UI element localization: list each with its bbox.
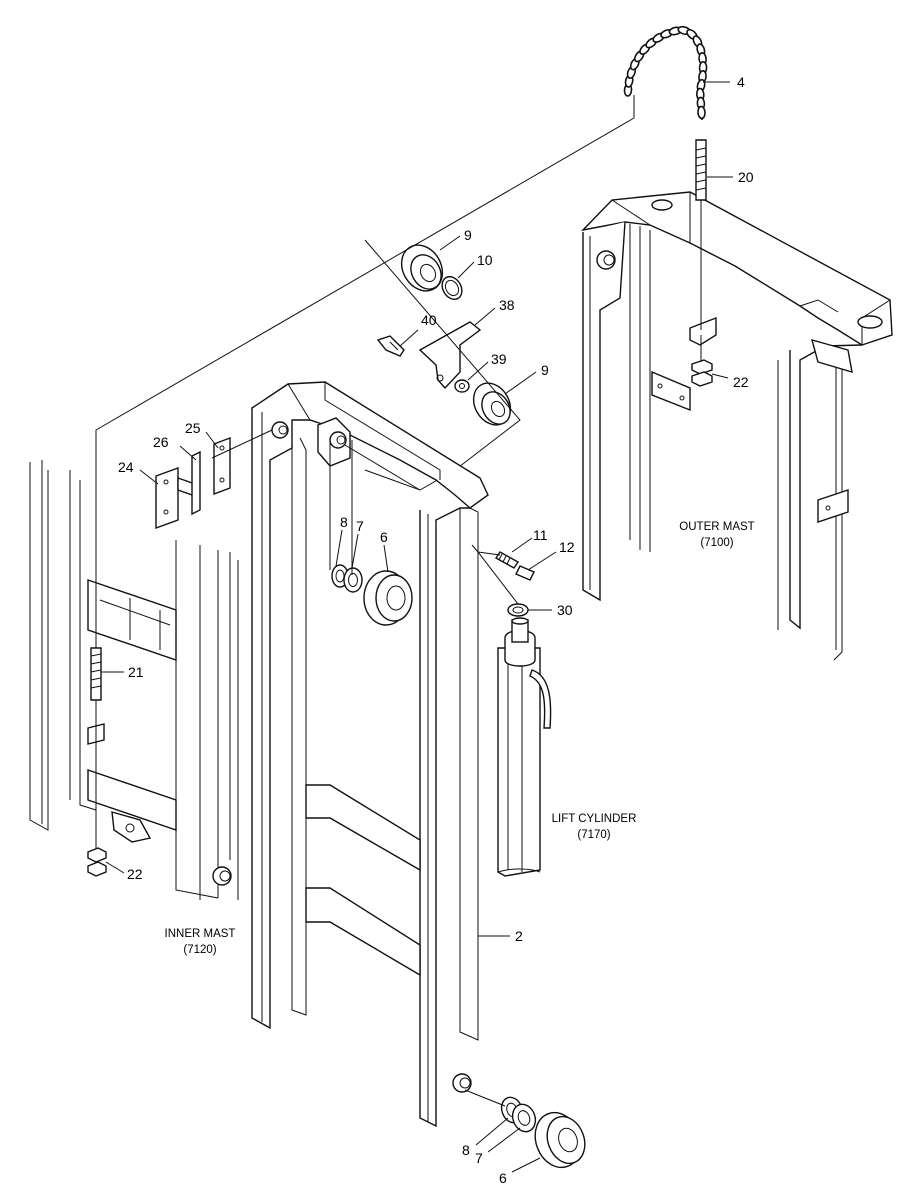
inner-mast (29, 460, 239, 900)
label-part-38: 38 (499, 297, 515, 313)
plate-24 (155, 467, 196, 529)
bracket-38 (418, 321, 482, 390)
label-part-24: 24 (118, 459, 134, 475)
label-part-10: 10 (477, 252, 493, 268)
label-part-39: 39 (491, 351, 507, 367)
caption-inner-mast: INNER MAST (165, 928, 236, 940)
caption-lift-cylinder-code: (7170) (577, 829, 610, 841)
label-part-20: 20 (738, 169, 754, 185)
label-part-21: 21 (128, 664, 144, 680)
leader-lines (95, 81, 733, 1173)
caption-outer-mast: OUTER MAST (679, 521, 754, 533)
bolt-11 (494, 551, 520, 569)
label-part-30: 30 (557, 602, 573, 618)
caption-lift-cylinder: LIFT CYLINDER (552, 813, 637, 825)
washer-7-lower (511, 1103, 537, 1133)
label-part-9-lower: 9 (541, 362, 549, 378)
washer-7-upper (343, 567, 363, 593)
caption-inner-mast-code: (7120) (183, 944, 216, 956)
label-part-22-outer: 22 (733, 374, 749, 390)
label-part-40: 40 (421, 312, 437, 328)
upper-pulley-9 (400, 244, 444, 292)
snap-ring-10 (441, 275, 463, 301)
bolt-40 (376, 335, 405, 357)
chain-link (697, 105, 706, 120)
bearing-6-upper (363, 570, 413, 626)
lift-cylinder (497, 617, 552, 877)
bolt-12 (515, 565, 535, 581)
label-part-12: 12 (559, 539, 575, 555)
label-part-2: 2 (515, 928, 523, 944)
label-part-7-lower: 7 (475, 1150, 483, 1166)
nut-pair-22-inner (87, 847, 107, 877)
label-part-26: 26 (153, 434, 169, 450)
chain-anchor-rod-21 (90, 430, 102, 855)
caption-outer-mast-code: (7100) (700, 537, 733, 549)
lift-chain (623, 25, 708, 330)
washer-30 (507, 603, 529, 617)
label-part-6-upper: 6 (380, 529, 388, 545)
label-part-22-inner: 22 (127, 866, 143, 882)
label-part-11: 11 (533, 527, 548, 543)
label-part-7-upper: 7 (356, 518, 364, 534)
label-part-9-upper: 9 (464, 227, 472, 243)
bearing-6-lower (534, 1111, 586, 1169)
part-number-labels: 4 20 9 10 38 40 39 9 22 25 26 24 8 7 6 1… (118, 74, 754, 1186)
washer-39 (454, 379, 470, 393)
label-part-25: 25 (185, 420, 201, 436)
label-part-8-upper: 8 (340, 514, 348, 530)
plate-26 (191, 450, 201, 516)
middle-mast-2 (250, 381, 489, 1128)
nut-pair-22-outer (691, 335, 713, 387)
lower-pulley-9 (472, 382, 512, 426)
label-part-8-lower: 8 (462, 1142, 470, 1158)
outer-mast (580, 191, 893, 661)
assembly-captions: OUTER MAST (7100) LIFT CYLINDER (7170) I… (165, 521, 755, 956)
label-part-4: 4 (737, 74, 745, 90)
label-part-6-lower: 6 (499, 1170, 507, 1186)
